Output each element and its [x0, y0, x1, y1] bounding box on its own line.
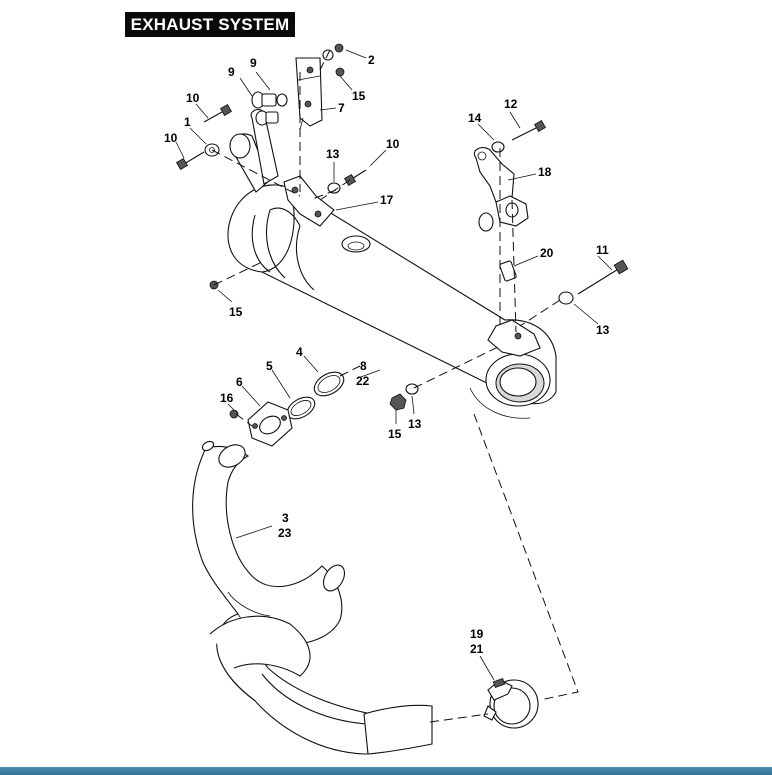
callout-1: 1 [184, 115, 191, 129]
callout-21: 21 [470, 642, 484, 656]
callout-23: 23 [278, 526, 292, 540]
callout-11: 11 [596, 243, 609, 257]
mount-bracket [295, 57, 323, 131]
front-inlet [229, 109, 279, 193]
callout-18: 18 [538, 165, 552, 179]
callout-9: 9 [250, 56, 257, 70]
callout-5: 5 [266, 359, 273, 373]
centerlines [211, 49, 579, 723]
callout-12: 12 [504, 97, 518, 111]
callout-10: 10 [164, 131, 178, 145]
callout-20: 20 [540, 246, 554, 260]
callout-19: 19 [470, 627, 484, 641]
callout-15: 15 [352, 89, 366, 103]
callout-9: 9 [228, 65, 235, 79]
callout-8: 8 [360, 359, 367, 373]
callout-17: 17 [380, 193, 394, 207]
leader-lines [175, 49, 613, 681]
bottom-bar [0, 767, 772, 775]
callout-2: 2 [368, 53, 375, 67]
callout-13: 13 [408, 417, 422, 431]
callout-3: 3 [282, 511, 289, 525]
callout-16: 16 [220, 391, 234, 405]
header-pipe [192, 440, 433, 755]
callout-6: 6 [236, 375, 243, 389]
callout-22: 22 [356, 374, 370, 388]
callout-7: 7 [338, 101, 345, 115]
callout-13: 13 [326, 147, 340, 161]
callout-15: 15 [388, 427, 402, 441]
callout-10: 10 [386, 137, 400, 151]
callout-4: 4 [296, 345, 303, 359]
callout-10: 10 [186, 91, 200, 105]
callout-13: 13 [596, 323, 610, 337]
callouts: 2 9 9 15 10 7 1 10 12 14 13 10 18 17 20 … [164, 53, 610, 656]
page-title: EXHAUST SYSTEM [125, 12, 295, 37]
clamp [483, 677, 539, 729]
callout-14: 14 [468, 111, 482, 125]
gaskets [247, 371, 345, 447]
muffler [227, 175, 557, 419]
callout-15: 15 [229, 305, 243, 319]
